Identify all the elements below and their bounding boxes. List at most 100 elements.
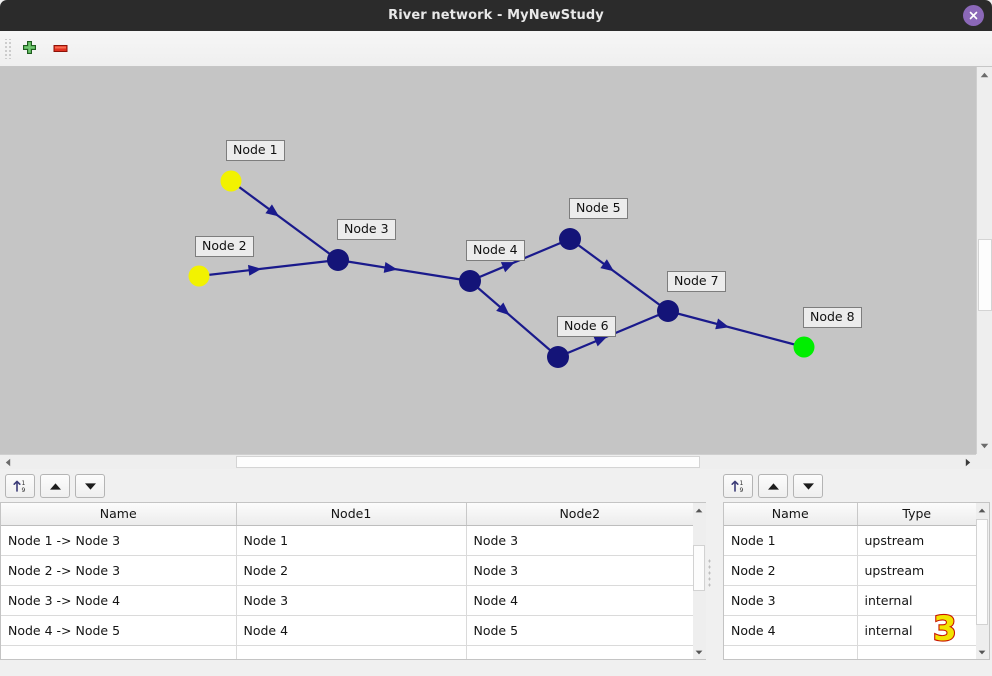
remove-node-button[interactable] [46, 35, 74, 63]
graph-node-label-n5[interactable]: Node 5 [569, 198, 628, 219]
nodes-scroll-down-button[interactable] [976, 645, 988, 659]
edges-table-vertical-scrollbar[interactable] [693, 502, 707, 660]
scroll-down-button[interactable] [977, 438, 992, 454]
window-title: River network - MyNewStudy [388, 8, 604, 23]
triangle-down-icon [978, 650, 986, 654]
scroll-thumb-horizontal[interactable] [236, 456, 700, 468]
edges-scroll-up-button[interactable] [693, 503, 705, 517]
nodes-cell[interactable]: upstream [857, 555, 976, 586]
nodes-column-header[interactable]: Type [857, 503, 976, 526]
triangle-up-icon [767, 482, 779, 490]
graph-edge[interactable] [469, 280, 559, 358]
nodes-scroll-up-button[interactable] [976, 503, 988, 517]
graph-node-label-n3[interactable]: Node 3 [337, 219, 396, 240]
edges-cell[interactable]: Node 4 [466, 585, 693, 616]
nodes-cell[interactable]: Node 2 [724, 555, 858, 586]
edges-cell[interactable]: Node 3 [236, 585, 467, 616]
nodes-cell[interactable]: internal [857, 585, 976, 616]
graph-node-label-n6[interactable]: Node 6 [557, 316, 616, 337]
graph-edge-arrowhead [715, 318, 730, 330]
close-window-button[interactable] [963, 5, 984, 26]
edges-cell[interactable]: Node 4 -> Node 5 [1, 615, 237, 646]
edges-cell[interactable]: Node 2 [236, 555, 467, 586]
nodes-move-up-button[interactable] [758, 474, 788, 498]
graph-edge-arrowhead [496, 302, 510, 316]
toolbar-grip[interactable] [3, 38, 12, 59]
nodes-column-header[interactable]: Name [724, 503, 858, 526]
graph-edge[interactable] [667, 309, 805, 349]
nodes-cell[interactable]: Node 3 [724, 585, 858, 616]
edges-move-down-button[interactable] [75, 474, 105, 498]
edges-scroll-thumb[interactable] [693, 545, 705, 591]
nodes-table-vertical-scrollbar[interactable] [976, 502, 990, 660]
edges-table-row-empty[interactable] [1, 645, 693, 659]
nodes-cell[interactable]: internal [857, 615, 976, 646]
triangle-left-icon [5, 458, 11, 466]
graph-vertical-scrollbar[interactable] [976, 67, 992, 454]
graph-edge[interactable] [198, 258, 339, 278]
graph-node-n8[interactable] [793, 336, 815, 358]
nodes-cell-empty [724, 645, 858, 659]
edges-cell[interactable]: Node 5 [466, 615, 693, 646]
edges-column-header[interactable]: Name [1, 503, 237, 526]
edges-cell[interactable]: Node 1 -> Node 3 [1, 525, 237, 556]
graph-node-label-n2[interactable]: Node 2 [195, 236, 254, 257]
graph-edge[interactable] [569, 238, 669, 312]
vertical-splitter[interactable] [706, 470, 712, 676]
scroll-thumb[interactable] [978, 239, 992, 311]
triangle-down-icon [802, 482, 814, 490]
graph-edge-arrowhead [500, 262, 515, 273]
graph-node-n7[interactable] [657, 300, 679, 322]
scroll-right-button[interactable] [960, 455, 976, 469]
graph-node-label-n4[interactable]: Node 4 [466, 240, 525, 261]
edges-pane-toolbar: 1 9 [0, 472, 105, 500]
edges-cell[interactable]: Node 3 -> Node 4 [1, 585, 237, 616]
edges-cell[interactable]: Node 3 [466, 555, 693, 586]
add-node-button[interactable] [15, 35, 43, 63]
graph-node-n4[interactable] [459, 270, 481, 292]
nodes-scroll-thumb[interactable] [976, 519, 988, 625]
edges-column-header[interactable]: Node1 [236, 503, 467, 526]
graph-edge[interactable] [337, 258, 471, 283]
scroll-left-button[interactable] [0, 455, 16, 469]
graph-node-n5[interactable] [559, 228, 581, 250]
svg-text:1: 1 [22, 480, 26, 487]
edges-move-up-button[interactable] [40, 474, 70, 498]
graph-node-n1[interactable] [220, 170, 242, 192]
edges-cell[interactable]: Node 2 -> Node 3 [1, 555, 237, 586]
nodes-cell[interactable]: Node 1 [724, 525, 858, 556]
edges-cell[interactable]: Node 1 [236, 525, 467, 556]
graph-node-label-n1[interactable]: Node 1 [226, 140, 285, 161]
nodes-cell[interactable]: upstream [857, 525, 976, 556]
edges-sort-button[interactable]: 1 9 [5, 474, 35, 498]
graph-node-label-n8[interactable]: Node 8 [803, 307, 862, 328]
graph-node-n6[interactable] [547, 346, 569, 368]
scroll-up-button[interactable] [977, 67, 992, 83]
network-graph-canvas[interactable]: Node 1 Node 2 Node 3 Node 4 Node 5 Node 6 Node… [0, 67, 976, 454]
nodes-move-down-button[interactable] [793, 474, 823, 498]
edges-scroll-down-button[interactable] [693, 645, 705, 659]
graph-node-n2[interactable] [188, 265, 210, 287]
edges-cell[interactable]: Node 4 [236, 615, 467, 646]
nodes-cell[interactable]: Node 4 [724, 615, 858, 646]
graph-horizontal-scrollbar[interactable] [0, 454, 976, 469]
nodes-table-row-empty[interactable] [724, 645, 976, 659]
graph-node-label-n7[interactable]: Node 7 [667, 271, 726, 292]
nodes-sort-button[interactable]: 1 9 [723, 474, 753, 498]
graph-edge[interactable] [230, 180, 339, 261]
edges-column-header[interactable]: Node2 [466, 503, 693, 526]
edges-cell[interactable]: Node 3 [466, 525, 693, 556]
graph-node-n3[interactable] [327, 249, 349, 271]
